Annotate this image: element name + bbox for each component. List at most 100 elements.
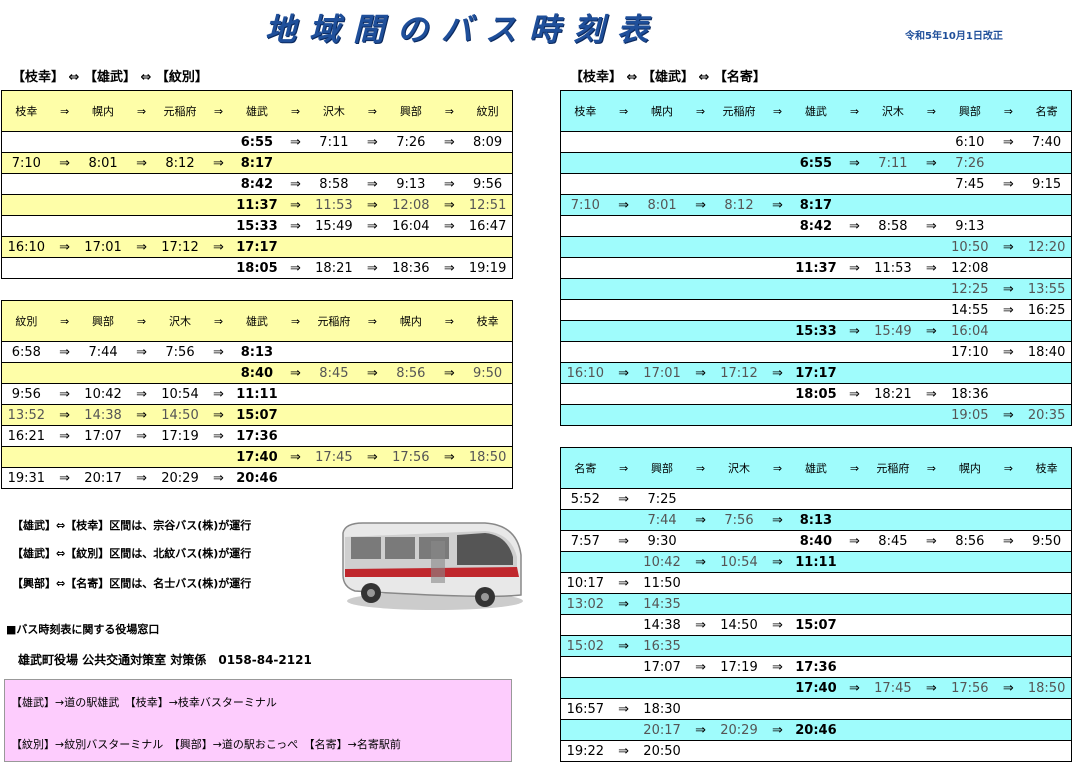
arrow: ⇒ [50,467,79,489]
departure-time: 9:56 [1,383,51,405]
empty-cell [609,677,638,699]
stop-name: 元稲府 [309,300,359,342]
arrow: ⇒ [917,215,946,237]
empty-cell [791,131,841,153]
timetable-row: 6:58⇒7:44⇒7:56⇒8:13 [1,341,513,363]
departure-time: 18:21 [868,383,918,405]
departure-time: 12:25 [945,278,995,300]
empty-cell [868,173,918,195]
empty-cell [763,635,792,657]
departure-time: 20:29 [714,719,764,741]
empty-cell [1022,488,1072,510]
empty-cell [204,362,233,384]
empty-cell [686,215,715,237]
empty-cell [463,341,513,363]
arrow: ⇒ [204,152,233,174]
arrow: ⇒ [204,383,233,405]
empty-cell [763,572,792,594]
empty-cell [714,236,764,258]
departure-time: 14:35 [637,593,687,615]
empty-cell [791,278,841,300]
stop-name: 沢木 [155,300,205,342]
departure-time: 17:45 [868,677,918,699]
empty-cell [386,404,436,426]
departure-time: 18:36 [386,257,436,279]
arrow: ⇒ [358,446,387,468]
empty-cell [686,572,715,594]
empty-cell [840,572,869,594]
empty-cell [560,677,610,699]
stop-name: 沢木 [868,90,918,132]
empty-cell [917,173,946,195]
empty-cell [686,635,715,657]
departure-time: 17:45 [309,446,359,468]
arrow: ⇒ [204,467,233,489]
departure-time: 17:12 [714,362,764,384]
empty-cell [560,551,610,573]
empty-cell [127,131,156,153]
empty-cell [1,446,51,468]
empty-cell [917,299,946,321]
arrow: ⇒ [204,90,233,132]
empty-cell [637,677,687,699]
arrow: ⇒ [609,530,638,552]
empty-cell [609,509,638,531]
empty-cell [763,341,792,363]
departure-time: 19:05 [945,404,995,426]
timetable-row: 16:21⇒17:07⇒17:19⇒17:36 [1,425,513,447]
arrow: ⇒ [435,300,464,342]
arrow: ⇒ [358,194,387,216]
arrow: ⇒ [686,447,715,489]
empty-cell [868,740,918,762]
empty-cell [1022,509,1072,531]
empty-cell [78,194,128,216]
departure-time: 7:45 [945,173,995,195]
arrow: ⇒ [994,530,1023,552]
stop-name: 枝幸 [463,300,513,342]
empty-cell [463,404,513,426]
departure-time: 10:42 [78,383,128,405]
departure-time: 11:11 [791,551,841,573]
timetable-row: 6:55⇒7:11⇒7:26⇒8:09 [1,131,513,153]
empty-cell [127,362,156,384]
empty-cell [560,299,610,321]
timetable-row: 7:10⇒8:01⇒8:12⇒8:17 [560,194,1072,216]
arrow: ⇒ [917,320,946,342]
empty-cell [1022,215,1072,237]
empty-cell [917,341,946,363]
departure-time: 9:13 [945,215,995,237]
bus-illustration [342,522,523,610]
empty-cell [714,677,764,699]
empty-cell [763,236,792,258]
arrow: ⇒ [609,593,638,615]
empty-cell [50,446,79,468]
empty-cell [714,698,764,720]
arrow: ⇒ [435,446,464,468]
stop-name: 雄武 [791,90,841,132]
arrow: ⇒ [127,90,156,132]
timetable-row: 6:55⇒7:11⇒7:26 [560,152,1072,174]
departure-time: 18:30 [637,698,687,720]
arrow: ⇒ [127,300,156,342]
departure-time: 15:07 [232,404,282,426]
departure-time: 16:04 [386,215,436,237]
departure-time: 14:55 [945,299,995,321]
empty-cell [1022,593,1072,615]
empty-cell [791,740,841,762]
stop-name: 名寄 [1022,90,1072,132]
empty-cell [50,362,79,384]
empty-cell [994,635,1023,657]
departure-time: 17:17 [791,362,841,384]
arrow: ⇒ [281,446,310,468]
empty-cell [281,341,310,363]
empty-cell [609,614,638,636]
page-title: 地域間のバス時刻表 [265,12,661,48]
arrow: ⇒ [686,362,715,384]
empty-cell [763,404,792,426]
departure-time: 8:13 [232,341,282,363]
stop-name: 雄武 [232,90,282,132]
arrow: ⇒ [50,404,79,426]
empty-cell [714,341,764,363]
empty-cell [609,341,638,363]
